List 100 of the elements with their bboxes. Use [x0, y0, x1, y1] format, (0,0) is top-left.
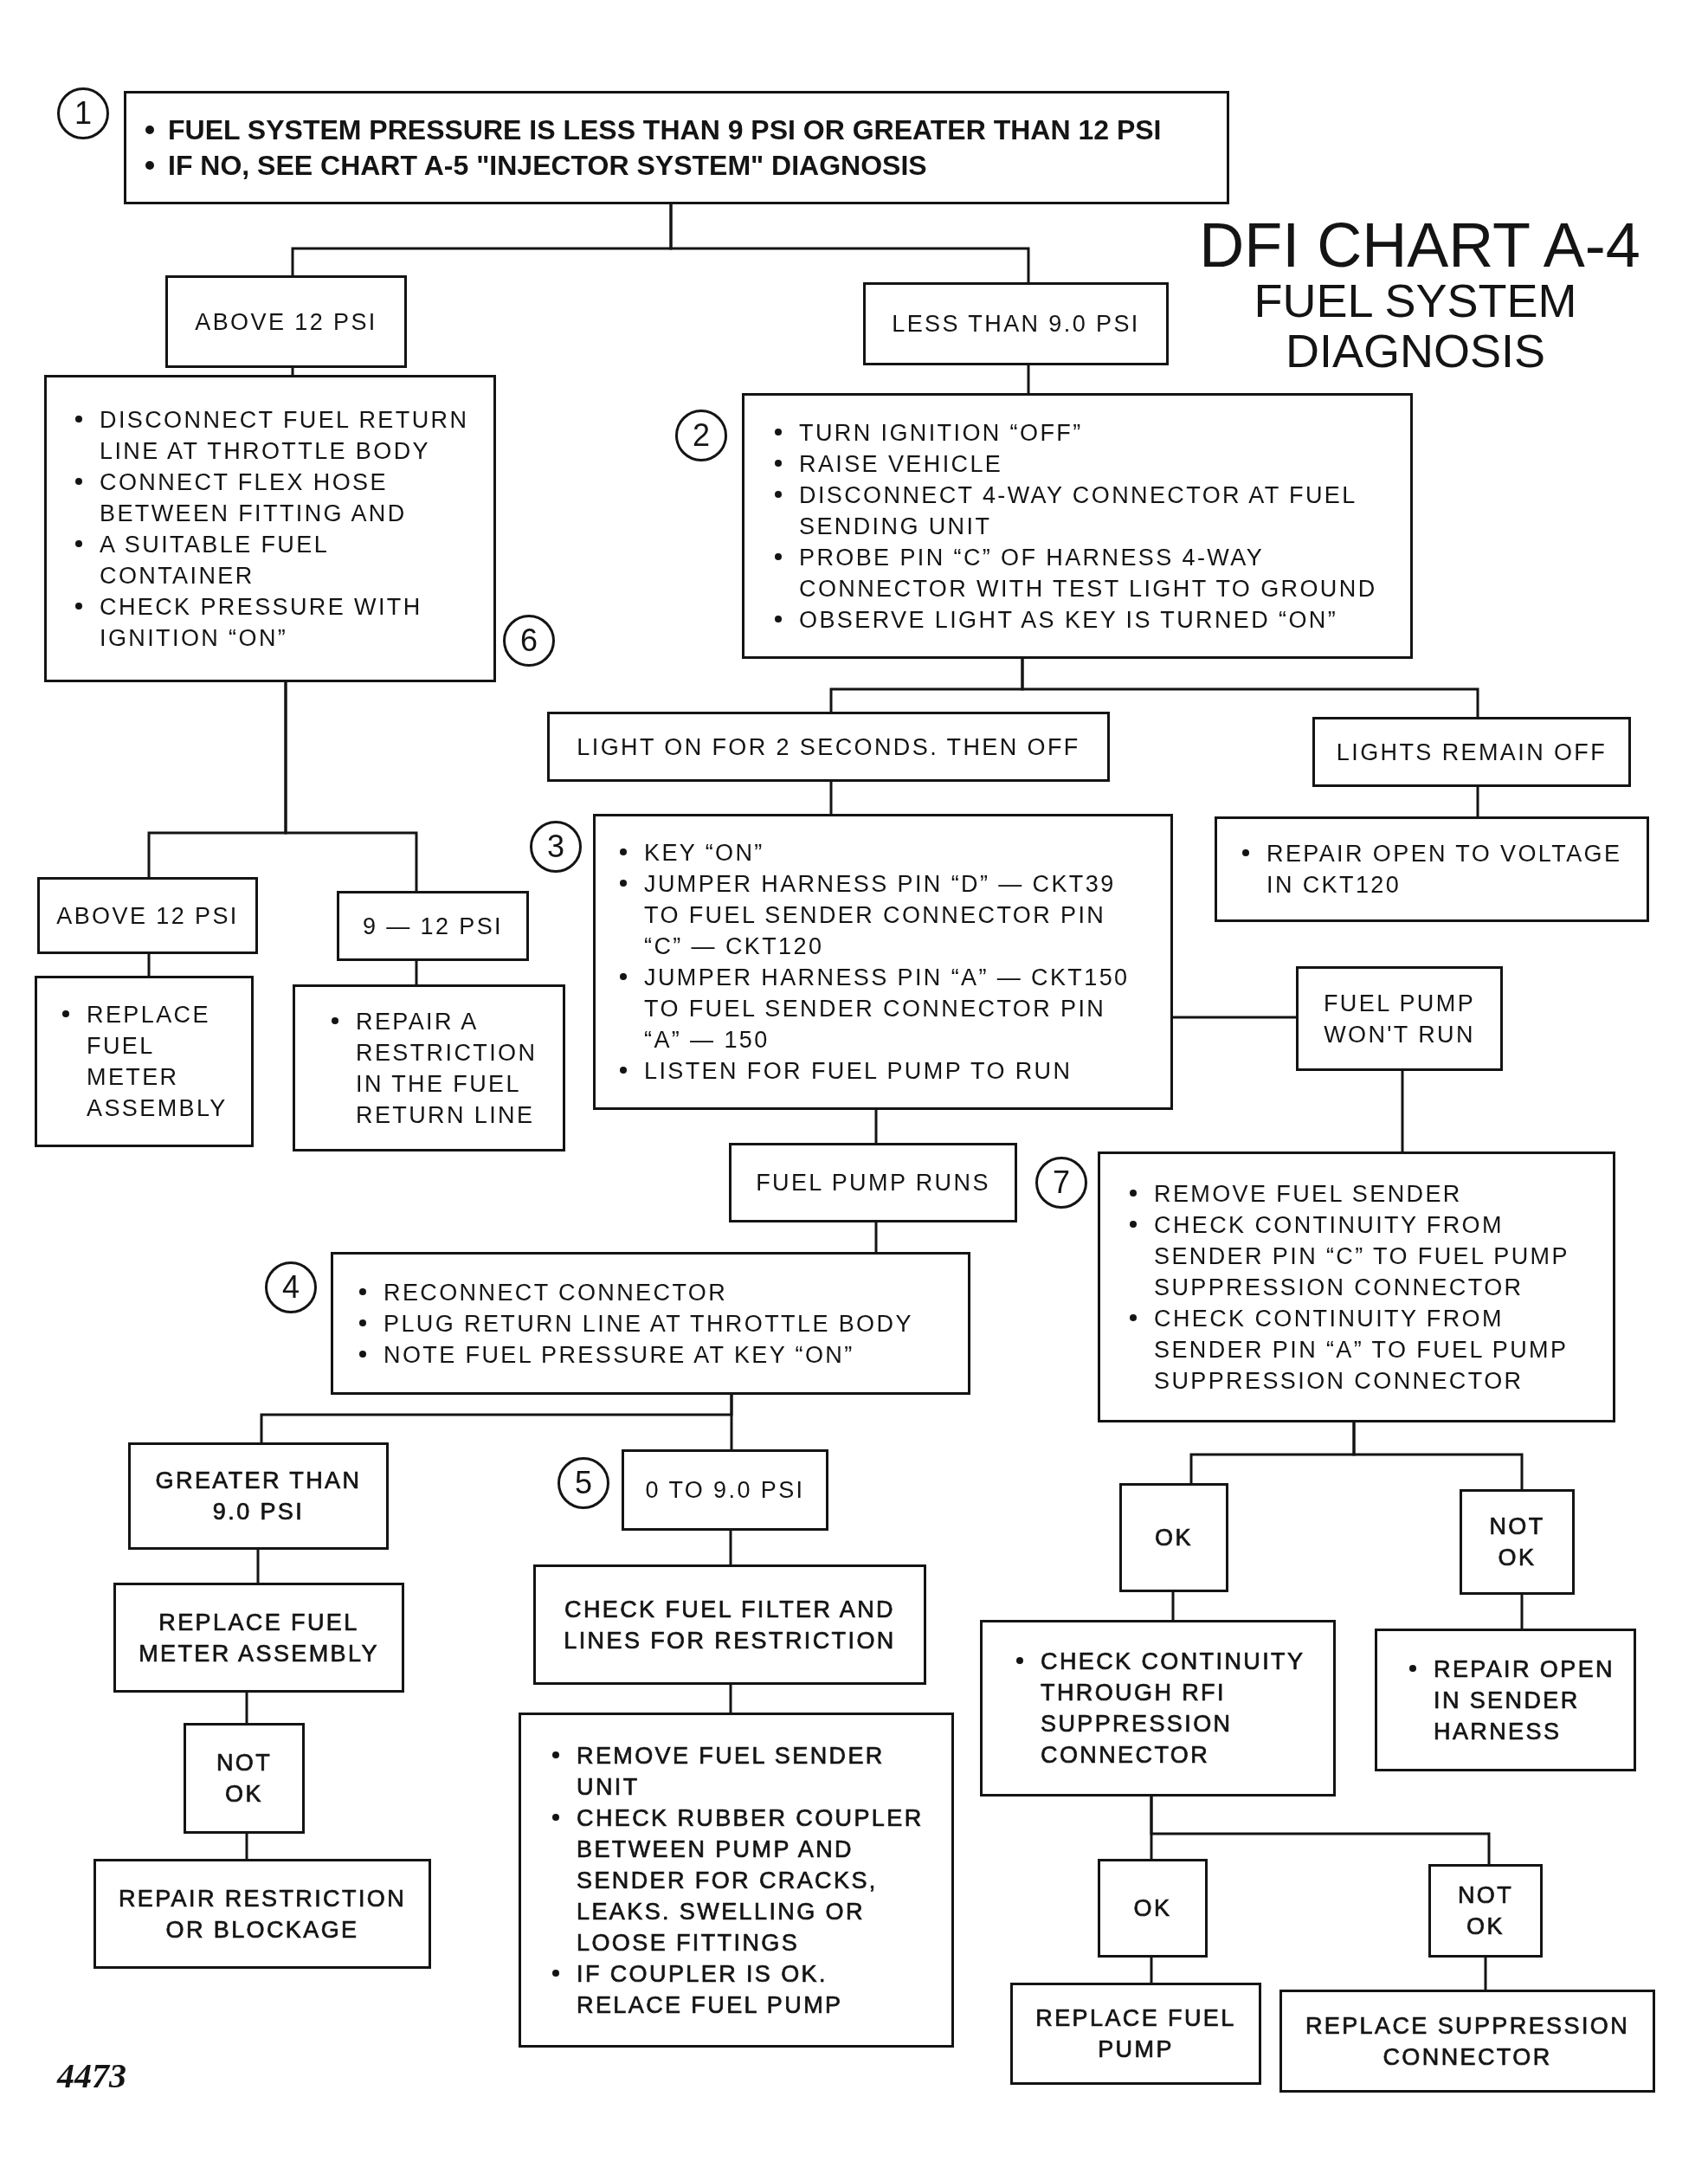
flowchart-text: OK: [1155, 1524, 1193, 1552]
bullet-text: CHECK PRESSURE WITH IGNITION “ON”: [68, 590, 485, 654]
bullet-text: REMOVE FUEL SENDER UNIT: [545, 1739, 938, 1803]
bullet-text: JUMPER HARNESS PIN “D” — CKT39 TO FUEL SENDER CONNECTOR PIN “C” — CKT120: [613, 868, 1142, 962]
bullet-text: RAISE VEHICLE: [768, 448, 1402, 480]
flowchart-text: FUEL PUMP RUNS: [756, 1169, 990, 1197]
flowchart-text: OK: [1133, 1894, 1172, 1923]
bullet-text: REMOVE FUEL SENDER: [1123, 1177, 1581, 1210]
flowchart-box: [533, 1564, 926, 1685]
flowchart-box: [547, 712, 1110, 782]
flowchart-box: [1428, 1864, 1543, 1958]
flowchart-box: [1098, 1859, 1208, 1958]
flowchart-text: LIGHTS REMAIN OFF: [1336, 738, 1608, 767]
flowchart-text: 0 TO 9.0 PSI: [645, 1476, 805, 1505]
flowchart-box: [37, 877, 258, 954]
flowchart-box: [1296, 966, 1503, 1071]
bullet-text: PROBE PIN “C” OF HARNESS 4-WAY CONNECTOR WITH TEST LIGHT TO GROUND: [768, 541, 1402, 604]
bullet-text: JUMPER HARNESS PIN “A” — CKT150 TO FUEL SENDER CONNECTOR PIN “A” — 150: [613, 962, 1142, 1055]
connector-line: [245, 1834, 248, 1859]
connector-line: [1484, 1958, 1487, 1990]
flowchart-box: [1375, 1629, 1636, 1771]
flowchart-box: [1312, 717, 1631, 787]
flowchart-box: [980, 1620, 1336, 1797]
connector-line: [1352, 1422, 1524, 1489]
flowchart-box: [729, 1143, 1017, 1222]
connector-line: [669, 204, 1030, 282]
connector-line: [147, 954, 151, 976]
flowchart-box: [331, 1252, 970, 1395]
flowchart-text: NOT OK: [1456, 1881, 1515, 1941]
connector-line: [874, 1222, 878, 1252]
connector-line: [729, 1531, 732, 1564]
bullet-text: REPAIR OPEN IN SENDER HARNESS: [1402, 1653, 1629, 1747]
connector-line: [1150, 1958, 1153, 1983]
connector-line: [874, 1110, 878, 1143]
bullet-text: FUEL SYSTEM PRESSURE IS LESS THAN 9 PSI OR GREATER THAN 12 PSI: [137, 112, 1209, 148]
bullet-text: REPLACE FUEL METER ASSEMBLY: [55, 999, 247, 1124]
bullet-text: CHECK CONTINUITY FROM SENDER PIN “C” TO FUEL PUMP SUPPRESSION CONNECTOR: [1123, 1209, 1581, 1303]
bullet-text: DISCONNECT 4-WAY CONNECTOR AT FUEL SENDING UNIT: [768, 479, 1402, 542]
connector-line: [1401, 1071, 1404, 1151]
connector-line: [1520, 1595, 1524, 1629]
connector-line: [1150, 1797, 1491, 1864]
flowchart-box: [1010, 1983, 1261, 2085]
flowchart-box: [113, 1583, 404, 1693]
connector-line: [730, 1395, 733, 1449]
bullet-text: CONNECT FLEX HOSE BETWEEN FITTING AND: [68, 466, 485, 529]
flowchart-box: [44, 375, 496, 682]
flowchart-box: [1098, 1151, 1615, 1422]
chart-title: DFI CHART A-4: [1198, 214, 1641, 276]
bullet-text: RECONNECT CONNECTOR: [352, 1276, 959, 1308]
flowchart-box: [1215, 816, 1649, 922]
bullet-text: REPAIR A RESTRICTION IN THE FUEL RETURN LINE: [325, 1005, 558, 1131]
flowchart-text: NOT OK: [215, 1749, 274, 1809]
flowchart-text: 9 — 12 PSI: [362, 912, 504, 941]
flowchart-box: [863, 282, 1169, 365]
bullet-text: NOTE FUEL PRESSURE AT KEY “ON”: [352, 1339, 959, 1371]
connector-line: [256, 1550, 260, 1583]
flowchart-text: ABOVE 12 PSI: [56, 901, 239, 931]
flowchart-text: FUEL PUMP WON'T RUN: [1322, 989, 1477, 1049]
callout-number: 5: [558, 1457, 609, 1509]
connector-line: [415, 961, 418, 984]
flowchart-box: [337, 891, 529, 961]
bullet-text: REPAIR OPEN TO VOLTAGE IN CKT120: [1235, 838, 1642, 900]
bullet-text: KEY “ON”: [613, 837, 1142, 868]
flowchart-box: [184, 1723, 305, 1834]
flowchart-text: REPAIR RESTRICTION OR BLOCKAGE: [117, 1884, 408, 1945]
flowchart-text: LESS THAN 9.0 PSI: [892, 310, 1140, 339]
flowchart-text: REPLACE FUEL METER ASSEMBLY: [138, 1608, 380, 1668]
flowchart-text: GREATER THAN 9.0 PSI: [154, 1467, 363, 1526]
flowchart-box: [1119, 1483, 1228, 1592]
connector-line: [1171, 1592, 1175, 1620]
flowchart-box: [622, 1449, 828, 1531]
bullet-text: PLUG RETURN LINE AT THROTTLE BODY: [352, 1307, 959, 1339]
flowchart-text: LIGHT ON FOR 2 SECONDS. THEN OFF: [577, 732, 1080, 762]
flowchart-box: [293, 984, 565, 1151]
connector-line: [1173, 1016, 1296, 1019]
bullet-text: OBSERVE LIGHT AS KEY IS TURNED “ON”: [768, 603, 1402, 635]
figure-number: 4473: [57, 2055, 126, 2096]
flowchart-text: CHECK FUEL FILTER AND LINES FOR RESTRICTION: [563, 1595, 897, 1655]
flowchart-text: REPLACE SUPPRESSION CONNECTOR: [1304, 2011, 1631, 2072]
connector-line: [829, 782, 833, 814]
bullet-text: LISTEN FOR FUEL PUMP TO RUN: [613, 1055, 1142, 1087]
bullet-text: DISCONNECT FUEL RETURN LINE AT THROTTLE BODY: [68, 403, 485, 467]
connector-line: [284, 682, 418, 891]
connector-line: [245, 1693, 248, 1723]
callout-number: 2: [675, 410, 727, 461]
bullet-text: IF COUPLER IS OK. RELACE FUEL PUMP: [545, 1958, 938, 2021]
connector-line: [1027, 365, 1030, 393]
flowchart-box: [1279, 1990, 1655, 2093]
bullet-text: CHECK RUBBER COUPLER BETWEEN PUMP AND SENDER FOR CRACKS, LEAKS. SWELLING OR LOOSE FITTINGS: [545, 1802, 938, 1958]
bullet-text: TURN IGNITION “OFF”: [768, 416, 1402, 448]
connector-line: [291, 368, 294, 375]
callout-number: 3: [530, 821, 582, 873]
flowchart-box: [519, 1713, 954, 2048]
flowchart-box: [593, 814, 1173, 1110]
flowchart-text: ABOVE 12 PSI: [195, 307, 377, 337]
callout-number: 7: [1035, 1157, 1087, 1209]
connector-line: [1021, 659, 1479, 717]
bullet-text: A SUITABLE FUEL CONTAINER: [68, 528, 485, 591]
callout-number: 6: [503, 615, 555, 667]
bullet-text: CHECK CONTINUITY THROUGH RFI SUPPRESSION CONNECTOR: [1009, 1646, 1325, 1771]
